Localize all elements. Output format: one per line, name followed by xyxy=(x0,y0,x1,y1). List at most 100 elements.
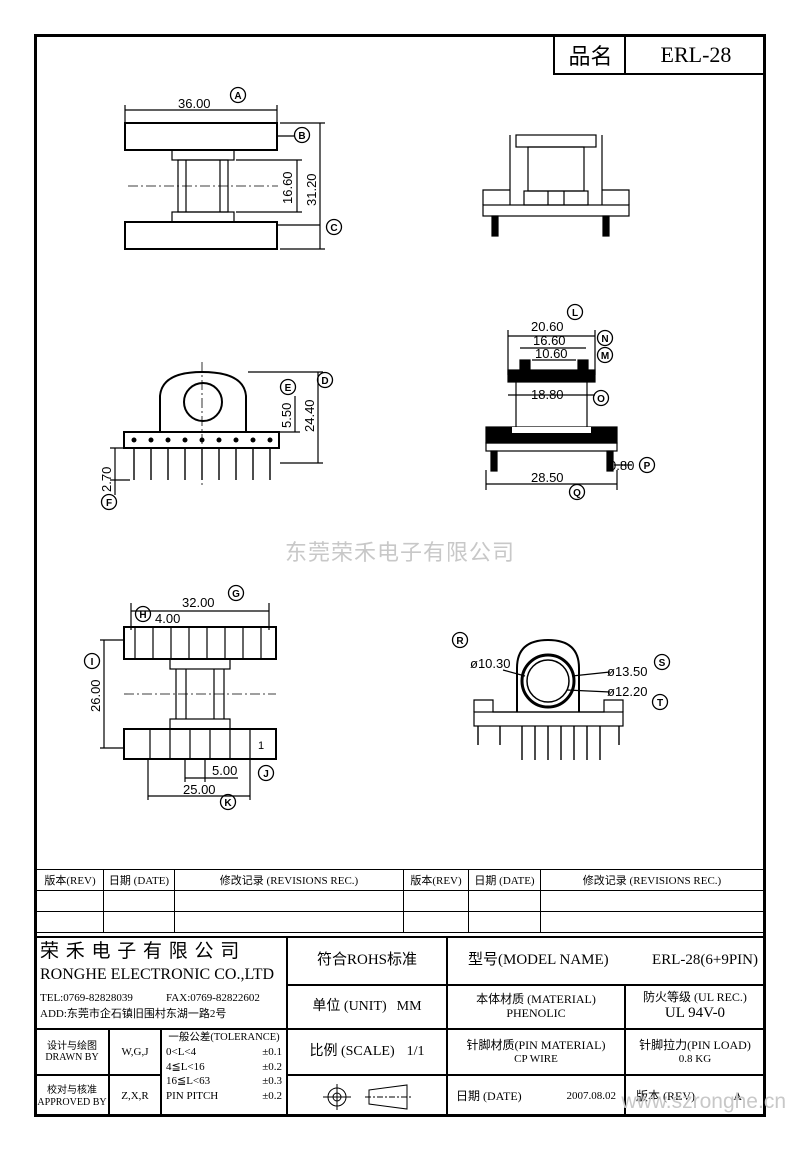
callout-R: R xyxy=(456,636,464,647)
drawn-by-value: W,G,J xyxy=(108,1028,160,1074)
material-label: 本体材质 (MATERIAL) xyxy=(476,992,596,1007)
callout-O: O xyxy=(597,394,605,405)
pin-one-marker: 1 xyxy=(258,740,264,752)
title-block: 荣 禾 电 子 有 限 公 司 RONGHE ELECTRONIC CO.,LT… xyxy=(36,936,764,1117)
scale-value: 1/1 xyxy=(406,1043,425,1059)
callout-H: H xyxy=(139,610,146,621)
callout-D: D xyxy=(321,376,328,387)
rec-header: 修改记录 (REVISIONS REC.) xyxy=(174,869,404,891)
callout-L: L xyxy=(572,308,578,319)
callout-I: I xyxy=(91,657,94,668)
view-top-right xyxy=(482,134,630,237)
website-watermark: www.szronghe.cn xyxy=(621,1090,786,1113)
date-header: 日期 (DATE) xyxy=(103,869,175,891)
callout-Q: Q xyxy=(573,488,581,499)
rev-header-2: 版本(REV) xyxy=(403,869,469,891)
view-mid-left xyxy=(110,362,323,495)
company-name-cn: 荣 禾 电 子 有 限 公 司 xyxy=(40,941,241,963)
approved-by-label: 校对与核准 APPROVED BY xyxy=(36,1074,108,1117)
callout-M: M xyxy=(601,351,609,362)
callouts xyxy=(83,86,671,811)
tol-value: ±0.2 xyxy=(262,1089,282,1102)
tol-value: ±0.1 xyxy=(262,1046,282,1059)
callout-A: A xyxy=(234,91,241,102)
tol-range: 4≦L<16 xyxy=(166,1060,205,1073)
dim-24-40: 24.40 xyxy=(302,399,317,432)
dim-5: 5.00 xyxy=(212,763,237,778)
drawn-by-cn: 设计与绘图 xyxy=(47,1040,97,1052)
approved-by-cn: 校对与核准 xyxy=(47,1085,97,1096)
tol-range: PIN PITCH xyxy=(166,1089,219,1102)
view-bottom-right xyxy=(473,638,624,760)
rec-header-2: 修改记录 (REVISIONS REC.) xyxy=(540,869,764,891)
revision-table: 版本(REV) 日期 (DATE) 修改记录 (REVISIONS REC.) … xyxy=(36,869,764,933)
scale-cell: 比例 (SCALE) 1/1 xyxy=(286,1028,446,1074)
dim-0-80: 0.80 xyxy=(609,458,634,473)
dim-5-50: 5.50 xyxy=(279,403,294,428)
material-value: PHENOLIC xyxy=(506,1006,566,1020)
drawn-by-en: DRAWN BY xyxy=(45,1052,99,1063)
company-address: ADD:东莞市企石镇旧围村东湖一路2号 xyxy=(40,1007,227,1020)
dim-18-80: 18.80 xyxy=(531,387,564,402)
dim-31-20: 31.20 xyxy=(304,173,319,206)
callout-C: C xyxy=(330,223,337,234)
projection-icon xyxy=(323,1083,411,1110)
date-header-2: 日期 (DATE) xyxy=(468,869,541,891)
unit-label: 单位 (UNIT) xyxy=(312,998,387,1014)
revision-value: A xyxy=(733,1088,742,1103)
callout-T: T xyxy=(657,698,663,709)
tolerance-table: 一般公差(TOLERANCE) 0<L<4 ±0.1 4≦L<16 ±0.2 16≦… xyxy=(160,1028,286,1117)
pin-material-cell: 针脚材质(PIN MATERIAL) CP WIRE xyxy=(446,1028,624,1074)
dim-16-60: 16.60 xyxy=(280,171,295,204)
tol-range: 16≦L<63 xyxy=(166,1075,211,1088)
callout-J: J xyxy=(263,769,269,780)
dim-10-30: ø10.30 xyxy=(470,656,510,671)
callout-G: G xyxy=(232,589,240,600)
approved-by-en: APPROVED BY xyxy=(37,1096,107,1108)
tol-value: ±0.2 xyxy=(262,1060,282,1073)
dim-2-70: 2.70 xyxy=(99,467,114,492)
dim-36: 36.00 xyxy=(178,96,211,111)
pin-material-value: CP WIRE xyxy=(514,1052,558,1065)
revision-row xyxy=(36,890,764,912)
pin-load-label: 针脚拉力(PIN LOAD) xyxy=(639,1037,751,1052)
callout-letters: A B C D E F G H I J K L N M O P Q R S T xyxy=(91,91,666,809)
callout-E: E xyxy=(285,383,292,394)
approved-by-value: Z,X,R xyxy=(108,1074,160,1117)
model-cell: 型号(MODEL NAME) ERL-28(6+9PIN) xyxy=(446,938,764,984)
product-name: ERL-28 xyxy=(624,37,766,75)
drawing-frame: 品名 ERL-28 xyxy=(34,34,766,1117)
product-name-label: 品名 xyxy=(553,37,626,75)
date-value: 2007.08.02 xyxy=(566,1090,617,1103)
dim-4: 4.00 xyxy=(155,611,180,626)
dim-16-60b: 16.60 xyxy=(533,333,566,348)
material-cell: 本体材质 (MATERIAL) PHENOLIC xyxy=(446,984,624,1028)
model-value: ERL-28(6+9PIN) xyxy=(652,952,758,969)
tol-value: ±0.3 xyxy=(262,1075,282,1088)
dim-28-50: 28.50 xyxy=(531,470,564,485)
company-fax: FAX:0769-82822602 xyxy=(166,991,260,1004)
watermark: 东莞荣禾电子有限公司 xyxy=(284,541,515,566)
pin-material-label: 针脚材质(PIN MATERIAL) xyxy=(466,1037,606,1052)
view-top-left xyxy=(124,105,325,250)
company-name-en: RONGHE ELECTRONIC CO.,LTD xyxy=(40,965,275,983)
dim-32: 32.00 xyxy=(182,595,215,610)
tol-range: 0<L<4 xyxy=(166,1046,197,1059)
revision-label: 版本 (REV) xyxy=(636,1088,695,1103)
fire-rating-label: 防火等级 (UL REC.) xyxy=(643,990,747,1005)
fire-rating-value: UL 94V-0 xyxy=(664,1005,726,1022)
company-tel: TEL:0769-82828039 xyxy=(40,991,133,1004)
unit-value: MM xyxy=(396,998,422,1014)
revision-row xyxy=(36,911,764,933)
dim-26: 26.00 xyxy=(88,679,103,712)
dim-25: 25.00 xyxy=(183,782,216,797)
callout-S: S xyxy=(659,658,666,669)
tolerance-title: 一般公差(TOLERANCE) xyxy=(168,1032,280,1043)
scale-label: 比例 (SCALE) xyxy=(309,1043,395,1059)
model-label: 型号(MODEL NAME) xyxy=(468,952,609,969)
callout-P: P xyxy=(644,461,651,472)
pin-load-cell: 针脚拉力(PIN LOAD) 0.8 KG xyxy=(624,1028,764,1074)
unit-cell: 单位 (UNIT) MM xyxy=(286,984,446,1028)
revision-cell: 版本 (REV) A xyxy=(624,1074,764,1117)
